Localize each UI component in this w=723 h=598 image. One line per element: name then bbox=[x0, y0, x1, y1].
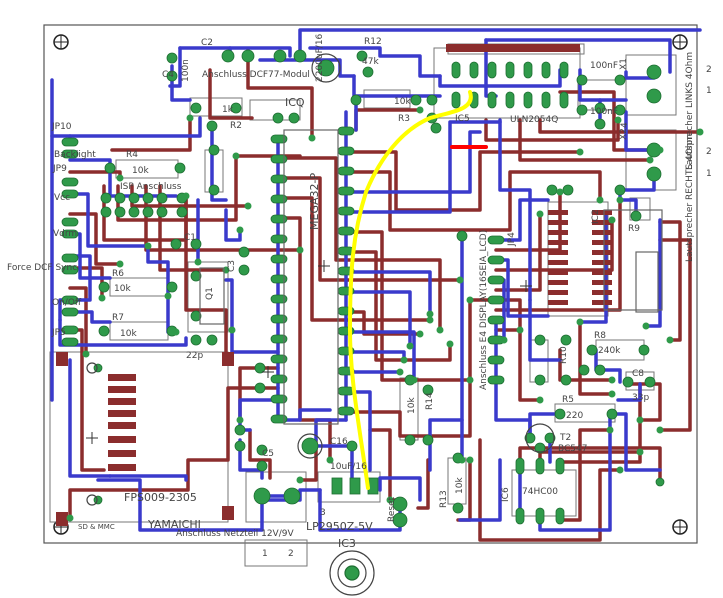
label-pin-2c: 2 bbox=[706, 147, 712, 157]
label-reset: Reset bbox=[387, 496, 397, 522]
label-r9: R9 bbox=[628, 224, 640, 234]
label-r13-val: 10k bbox=[455, 477, 465, 494]
label-yamaichi: YAMAICHI bbox=[147, 518, 201, 531]
label-icq: ICQ bbox=[285, 96, 305, 109]
label-r13: R13 bbox=[439, 490, 449, 508]
label-pin-3: 3 bbox=[320, 508, 326, 518]
label-r5: R5 bbox=[562, 395, 574, 405]
label-pin-2b: 2 bbox=[706, 65, 712, 75]
label-bc547: BC547 bbox=[558, 444, 587, 454]
label-jp10: JP10 bbox=[51, 122, 72, 132]
label-pin-1b: 1 bbox=[706, 86, 712, 96]
label-display: Anschluss E4 DISPLAY(16SEIA_LCD) bbox=[479, 230, 489, 390]
label-c8-val: 33p bbox=[632, 393, 649, 403]
label-r7-val: 10k bbox=[120, 329, 137, 339]
silk-crosses bbox=[86, 260, 532, 444]
silkscreen-labels: JP10 Backlight JP9 Vcc Vdrm Force DCF Sy… bbox=[7, 33, 712, 559]
label-r6: R6 bbox=[112, 269, 124, 279]
label-r1k: 1k bbox=[222, 105, 234, 115]
label-sd-slot: FPS009-2305 bbox=[124, 491, 197, 504]
label-ic2: IC2 bbox=[591, 209, 601, 224]
label-r10: R10 bbox=[559, 346, 569, 364]
label-c16-val: 10uF/16 bbox=[330, 462, 367, 472]
label-q1: Q1 bbox=[205, 287, 215, 300]
label-r8: R8 bbox=[594, 331, 606, 341]
label-vdrm: Vdrm bbox=[53, 229, 77, 239]
label-x2: X2 bbox=[619, 128, 629, 140]
highlight-jumper-wire bbox=[347, 90, 473, 490]
label-22p: 22p bbox=[186, 351, 203, 361]
label-speaker-right: Lautsprecher RECHTS 4Ohm bbox=[685, 134, 695, 262]
label-100n-b: 100nF bbox=[590, 107, 618, 117]
label-r4-val: 10k bbox=[132, 166, 149, 176]
vias bbox=[66, 106, 704, 522]
label-pin-4: 4 bbox=[620, 122, 630, 128]
mounting-hole-icon bbox=[53, 34, 69, 50]
label-power: Anschluss Netzteil 12V/9V bbox=[176, 529, 294, 539]
label-c3: C3 bbox=[227, 260, 237, 272]
label-r3: R3 bbox=[398, 114, 410, 124]
smd-pads bbox=[56, 44, 612, 526]
label-r7: R7 bbox=[112, 313, 124, 323]
label-isp: ISP Anschluss bbox=[120, 182, 182, 192]
mounting-hole-icon bbox=[672, 519, 688, 535]
label-dcf-module: Anschluss DCF77-Modul bbox=[202, 70, 310, 80]
label-ic5: IC5 bbox=[455, 114, 470, 124]
label-r12-val: 47k bbox=[362, 57, 379, 67]
label-100n-a: 100nF bbox=[590, 61, 618, 71]
label-on-off: On/Off bbox=[52, 298, 82, 308]
label-speaker-left: Lautsprecher LINKS 4Ohm bbox=[685, 52, 695, 170]
label-c4-val: 100n bbox=[181, 59, 191, 82]
label-regulator: LP2950Z-5V bbox=[306, 520, 373, 533]
label-mega: MEGA32-P bbox=[308, 173, 321, 230]
label-c8: C8 bbox=[632, 369, 644, 379]
label-backlight: Backlight bbox=[54, 150, 96, 160]
label-jp5: JP5 bbox=[51, 328, 66, 338]
label-r12: R12 bbox=[364, 37, 382, 47]
label-pin-1a: 1 bbox=[262, 549, 268, 559]
label-ic3: IC3 bbox=[338, 537, 356, 550]
label-74hc00: 74HC00 bbox=[522, 487, 558, 497]
label-r5-val: 220 bbox=[566, 411, 583, 421]
label-force-dcf: Force DCF Sync bbox=[7, 263, 77, 273]
label-c16: C16 bbox=[330, 437, 348, 447]
label-uln: ULN2054Q bbox=[510, 115, 558, 125]
label-pin-2a: 2 bbox=[288, 549, 294, 559]
label-c1-elko: 2200uF/16 bbox=[315, 33, 325, 82]
label-c2: C2 bbox=[201, 38, 213, 48]
label-c4: C4 bbox=[162, 70, 174, 80]
label-r14-val: 10k bbox=[407, 397, 417, 414]
ic-bodies bbox=[86, 53, 663, 596]
label-r8-val: 240k bbox=[598, 346, 621, 356]
label-x1: X1 bbox=[619, 58, 629, 70]
label-mmc: SD & MMC bbox=[78, 523, 115, 531]
label-jp4: JP4 bbox=[507, 232, 517, 247]
label-r6-val: 10k bbox=[114, 284, 131, 294]
label-jp9: JP9 bbox=[52, 164, 67, 174]
label-t2: T2 bbox=[559, 433, 571, 443]
mounting-hole-icon bbox=[672, 34, 688, 50]
label-c5: C5 bbox=[262, 449, 274, 459]
label-r10k-a: 10k bbox=[394, 97, 411, 107]
label-vcc: Vcc bbox=[54, 193, 70, 203]
label-pin-1c: 1 bbox=[706, 169, 712, 179]
label-r4: R4 bbox=[126, 150, 138, 160]
label-r14: R14 bbox=[425, 392, 435, 410]
label-ic6: IC6 bbox=[501, 487, 511, 502]
label-r2: R2 bbox=[230, 121, 242, 131]
label-c1: C1 bbox=[184, 233, 196, 243]
board-outline bbox=[43, 24, 698, 544]
